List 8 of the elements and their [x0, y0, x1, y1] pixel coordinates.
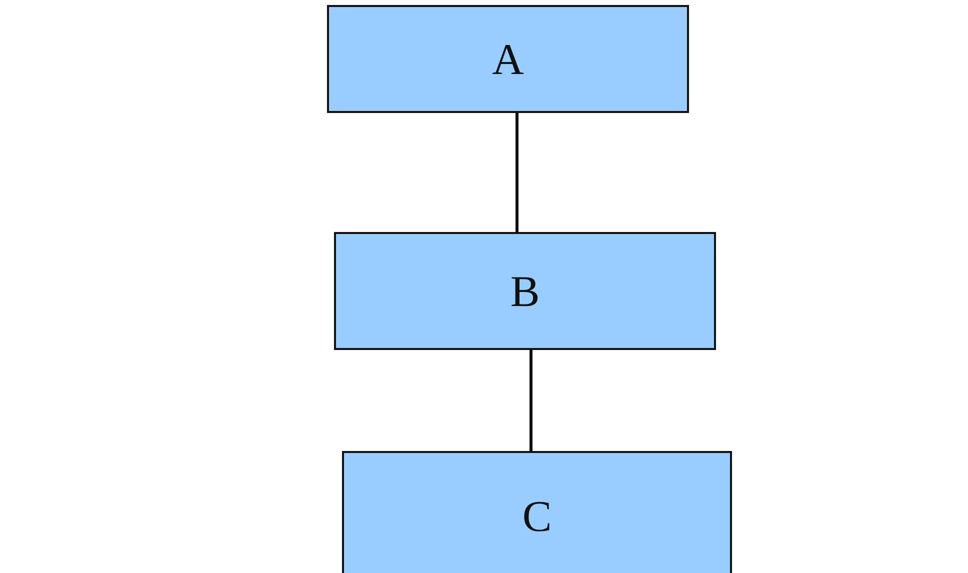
connector-line [530, 350, 532, 451]
node-label: A [492, 34, 524, 84]
process-box [334, 232, 716, 350]
process-box [342, 451, 732, 573]
node-label: B [510, 266, 540, 316]
process-box [327, 5, 689, 113]
connector-line [516, 113, 518, 232]
node-label: C [522, 490, 552, 542]
